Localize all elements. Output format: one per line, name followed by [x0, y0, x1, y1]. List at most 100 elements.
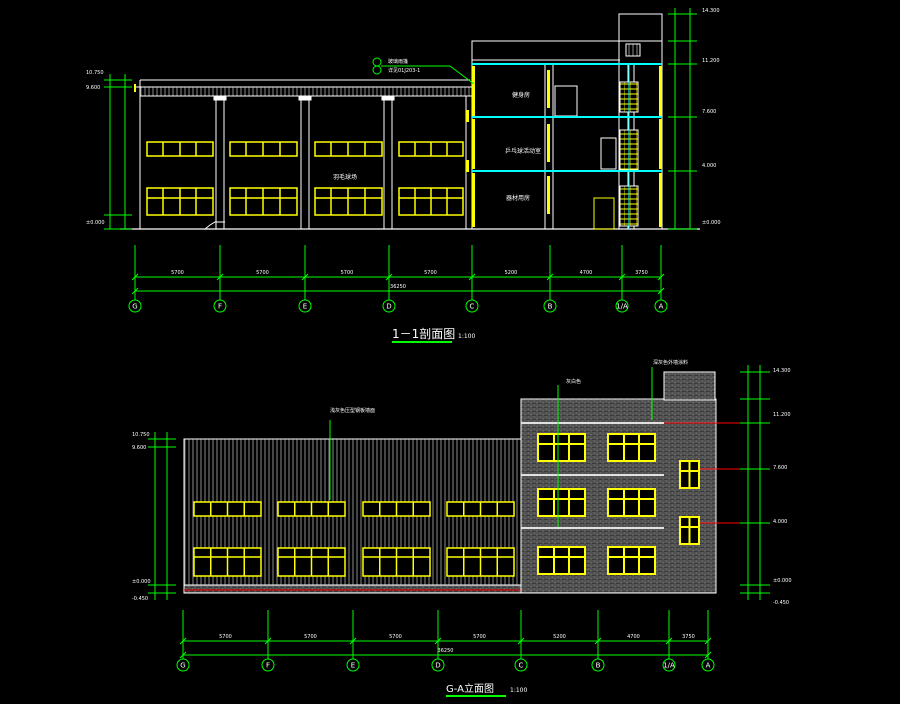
section-axis-circle	[298, 299, 312, 313]
gym-facade-plinth	[183, 584, 522, 594]
room-label-low: 器材用房	[506, 194, 530, 202]
section-axis-label: G	[132, 303, 137, 311]
section-span-label: 5200	[505, 270, 518, 276]
section-axis-circle	[465, 299, 479, 313]
section-tick	[618, 273, 626, 281]
elevation-axis-label: D	[435, 662, 440, 670]
section-total-label: 36250	[390, 284, 406, 290]
elevation-axis-label: E	[351, 662, 355, 670]
section-right-level-3: 7.600	[702, 109, 716, 115]
section-wall-cuts	[134, 66, 662, 227]
section-scale: 1:100	[458, 333, 475, 340]
elevation-left-level-3: ±0.000	[132, 579, 151, 585]
section-right-dimensions	[668, 8, 697, 230]
section-tick	[546, 273, 554, 281]
elevation-span-label: 5200	[553, 634, 566, 640]
elevation-scale: 1:100	[510, 687, 527, 694]
elevation-axis-label: G	[180, 662, 185, 670]
elevation-right-level-6: -0.450	[773, 600, 789, 606]
office-window	[537, 546, 586, 575]
facade-bands	[521, 422, 664, 529]
elevation-axis-circle	[261, 658, 275, 672]
elevation-axis-circle	[514, 658, 528, 672]
elevation-tick	[704, 651, 712, 659]
section-dimension-chain: 5700 5700 5700 5700 5200 4700 3750 36250	[131, 245, 665, 300]
section-axis-circle	[213, 299, 227, 313]
section-span-label: 5700	[424, 270, 437, 276]
section-axis-label: A	[659, 303, 664, 311]
elevation-span-label: 5700	[389, 634, 402, 640]
section-tick	[131, 287, 139, 295]
elevation-tick	[264, 637, 272, 645]
elevation-span-label: 3750	[682, 634, 695, 640]
office-window	[607, 488, 656, 517]
section-axis-label: C	[470, 303, 475, 311]
elevation-drawing: 浅灰色压型钢板墙面 灰白色 深灰色外墙涂料 10.750 9.600 ±0.00…	[132, 359, 792, 697]
section-leader-note-2: 详见01J203-1	[388, 67, 420, 74]
elevation-tick	[179, 637, 187, 645]
stair-tower-top	[663, 371, 716, 401]
elevation-axis-label: B	[596, 662, 601, 670]
elevation-leaders	[329, 367, 653, 527]
office-window	[607, 433, 656, 462]
elevation-right-dimensions	[740, 365, 770, 600]
gym-section-windows-upper	[146, 141, 464, 157]
office-window	[607, 546, 656, 575]
elevation-span-label: 5700	[473, 634, 486, 640]
section-span-label: 5700	[341, 270, 354, 276]
elevation-right-level-5: ±0.000	[773, 578, 792, 584]
section-right-level-4: 4.000	[702, 163, 716, 169]
elevation-left-level-4: -0.450	[132, 596, 148, 602]
elevation-left-dimensions	[148, 432, 176, 600]
elevation-note-cladding: 浅灰色压型钢板墙面	[330, 407, 375, 414]
elevation-axis-circle	[431, 658, 445, 672]
floor-slabs	[472, 63, 662, 229]
elevation-tick	[704, 637, 712, 645]
elevation-tick	[665, 637, 673, 645]
section-right-level-5: ±0.000	[702, 220, 721, 226]
elevation-total-label: 36250	[438, 648, 454, 654]
section-span-label: 3750	[635, 270, 648, 276]
section-tick	[385, 273, 393, 281]
elevation-tick	[517, 637, 525, 645]
office-window	[537, 488, 586, 517]
elevation-note-band: 灰白色	[566, 378, 581, 385]
elevation-axis-circle	[176, 658, 190, 672]
section-leader: 玻璃雨篷 详见01J203-1	[372, 57, 475, 85]
elevation-span-label: 4700	[627, 634, 640, 640]
gym-hall-section	[135, 79, 473, 230]
section-tick	[657, 273, 665, 281]
section-tick	[216, 273, 224, 281]
office-elevation-windows	[537, 433, 700, 575]
section-left-level-2: 9.600	[86, 85, 100, 91]
section-left-dimensions	[104, 74, 132, 230]
elevation-axis-label: C	[519, 662, 524, 670]
section-drawing: 玻璃雨篷 详见01J203-1 羽毛球场 健身房 乒乓球活动室 器材用房 10.…	[86, 8, 721, 343]
section-axis-circle	[128, 299, 142, 313]
elevation-axis-circle	[662, 658, 676, 672]
elevation-note-coating: 深灰色外墙涂料	[653, 359, 688, 366]
section-span-label: 5700	[171, 270, 184, 276]
section-axis-circle	[654, 299, 668, 313]
section-axis-label: F	[218, 303, 222, 311]
section-tick	[657, 287, 665, 295]
section-span-label: 4700	[580, 270, 593, 276]
elevation-tick	[179, 651, 187, 659]
section-span-label: 5700	[256, 270, 269, 276]
section-axis-label: 1/A	[616, 303, 628, 311]
elevation-left-level-1: 10.750	[132, 432, 150, 438]
elevation-axis-label: F	[266, 662, 270, 670]
elevation-tick	[594, 637, 602, 645]
elevation-axis-circle	[701, 658, 715, 672]
section-axis-circle	[615, 299, 629, 313]
gym-section-windows-lower	[146, 187, 464, 216]
elevation-left-level-2: 9.600	[132, 445, 146, 451]
elevation-right-level-4: 4.000	[773, 519, 787, 525]
section-axis-circle	[382, 299, 396, 313]
section-axis-label: E	[303, 303, 307, 311]
room-label-large-hall: 羽毛球场	[333, 173, 357, 181]
elevation-axis-circle	[346, 658, 360, 672]
